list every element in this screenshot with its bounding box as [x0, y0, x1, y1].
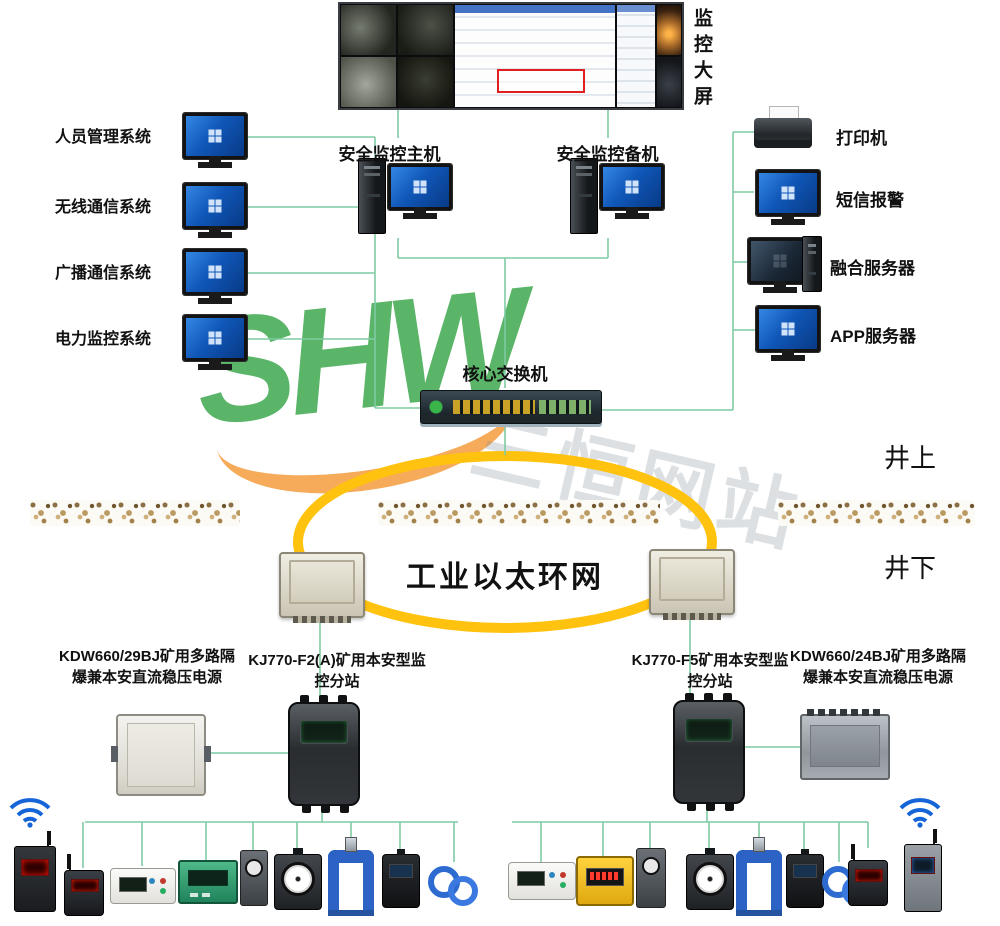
- camera-feed-panel: [340, 56, 397, 108]
- led-meter-icon: [576, 856, 634, 906]
- host-primary-label-box: 安全监控主机: [322, 140, 457, 165]
- core-switch-label-box: 核心交换机: [445, 360, 565, 385]
- wifi-icon: [899, 798, 941, 828]
- camera-feed-panel: [340, 4, 397, 56]
- system-label-personnel: 人员管理系统: [55, 129, 152, 146]
- monitoring-substation-icon: [288, 695, 360, 806]
- software-ui-panel: [454, 4, 616, 108]
- telemetry-display-icon: [904, 833, 942, 912]
- sms-alarm-label: 短信报警: [836, 191, 904, 210]
- desktop-monitor-icon: [183, 113, 247, 159]
- system-label-broadcast: 广播通信系统: [55, 265, 152, 282]
- system-label-wireless: 无线通信系统: [55, 199, 152, 216]
- telemetry-display-icon: [14, 835, 56, 912]
- wire-paths: [82, 106, 869, 868]
- desktop-monitor-icon: [183, 183, 247, 229]
- industrial-ethernet-ring: [293, 451, 717, 633]
- right-power-supply-label: KDW660/24BJ矿用多路隔爆兼本安直流稳压电源: [790, 648, 966, 686]
- printer-icon: [754, 106, 812, 156]
- monitoring-big-screen: [338, 2, 684, 110]
- zone-surface-label: 井上: [884, 444, 937, 473]
- app-server-label: APP服务器: [830, 327, 916, 346]
- right-substation-label: KJ770-F5矿用本安型监控分站: [631, 652, 789, 690]
- instrument-icon: [508, 862, 576, 900]
- ground-strip: [30, 500, 240, 526]
- dc-power-supply-icon: [800, 709, 890, 780]
- zone-underground-label: 井下: [884, 554, 937, 583]
- core-switch-label: 核心交换机: [462, 365, 548, 384]
- gas-sensor-body: [848, 848, 888, 906]
- gas-sensor-icon: [62, 858, 104, 916]
- app-server-monitor-icon: [756, 306, 820, 352]
- right-substation-label-box: KJ770-F5矿用本安型监控分站: [630, 650, 790, 692]
- ring-label-box: 工业以太环网: [385, 552, 625, 596]
- gas-sensor-icon: [846, 848, 888, 906]
- ground-strip: [378, 500, 660, 526]
- fusion-server-tower-icon: [802, 236, 822, 292]
- dial-sensor-icon: [686, 854, 734, 910]
- tunnel-camera-panel: [656, 4, 682, 56]
- black-sensor-icon: [786, 854, 824, 908]
- left-substation-label: KJ770-F2(A)矿用本安型监控分站: [248, 652, 426, 690]
- mini-sensor-icon: [636, 848, 666, 908]
- host-backup-monitor-icon: [600, 164, 664, 210]
- big-screen-label: 监控大屏: [691, 8, 712, 112]
- industrial-ethernet-ring-label: 工业以太环网: [406, 561, 604, 594]
- pipe-clamp-sensor-icon: [328, 850, 374, 916]
- fusion-server-monitor-icon: [748, 238, 812, 284]
- dc-power-supply-icon: [111, 714, 206, 796]
- right-power-supply-label-box: KDW660/24BJ矿用多路隔爆兼本安直流稳压电源: [786, 646, 970, 688]
- monitoring-substation-icon: [673, 693, 745, 804]
- host-primary-label: 安全监控主机: [338, 145, 441, 164]
- printer-label: 打印机: [836, 129, 887, 148]
- host-primary-tower-icon: [358, 158, 386, 234]
- gas-sensor-body: [64, 858, 104, 916]
- desktop-monitor-icon: [183, 249, 247, 295]
- black-sensor-icon: [382, 854, 420, 908]
- instrument-icon: [110, 868, 176, 904]
- network-switch-icon: [420, 390, 602, 424]
- fusion-server-label: 融合服务器: [830, 259, 915, 278]
- dial-sensor-icon: [274, 854, 322, 910]
- desktop-monitor-icon: [183, 315, 247, 361]
- host-backup-label: 安全监控备机: [556, 145, 659, 164]
- host-primary-monitor-icon: [388, 164, 452, 210]
- left-power-supply-label: KDW660/29BJ矿用多路隔爆兼本安直流稳压电源: [59, 648, 235, 686]
- left-substation-label-box: KJ770-F2(A)矿用本安型监控分站: [246, 650, 428, 692]
- explosion-proof-junction-box-icon: [649, 549, 735, 620]
- explosion-proof-junction-box-icon: [279, 552, 365, 623]
- gas-analyzer-icon: [178, 860, 238, 904]
- camera-feed-panel: [397, 4, 454, 56]
- camera-feed-panel: [656, 56, 682, 108]
- camera-feed-panel: [397, 56, 454, 108]
- sms-alarm-monitor-icon: [756, 170, 820, 216]
- host-backup-tower-icon: [570, 158, 598, 234]
- pipe-clamp-sensor-icon: [736, 850, 782, 916]
- left-power-supply-label-box: KDW660/29BJ矿用多路隔爆兼本安直流稳压电源: [55, 646, 239, 688]
- wifi-icon: [9, 798, 51, 828]
- data-list-panel: [616, 4, 656, 108]
- mini-sensor-icon: [240, 850, 268, 906]
- host-backup-label-box: 安全监控备机: [540, 140, 675, 165]
- system-label-power: 电力监控系统: [55, 331, 152, 348]
- signal-cable-icon: [428, 862, 480, 908]
- ground-strip: [778, 500, 975, 526]
